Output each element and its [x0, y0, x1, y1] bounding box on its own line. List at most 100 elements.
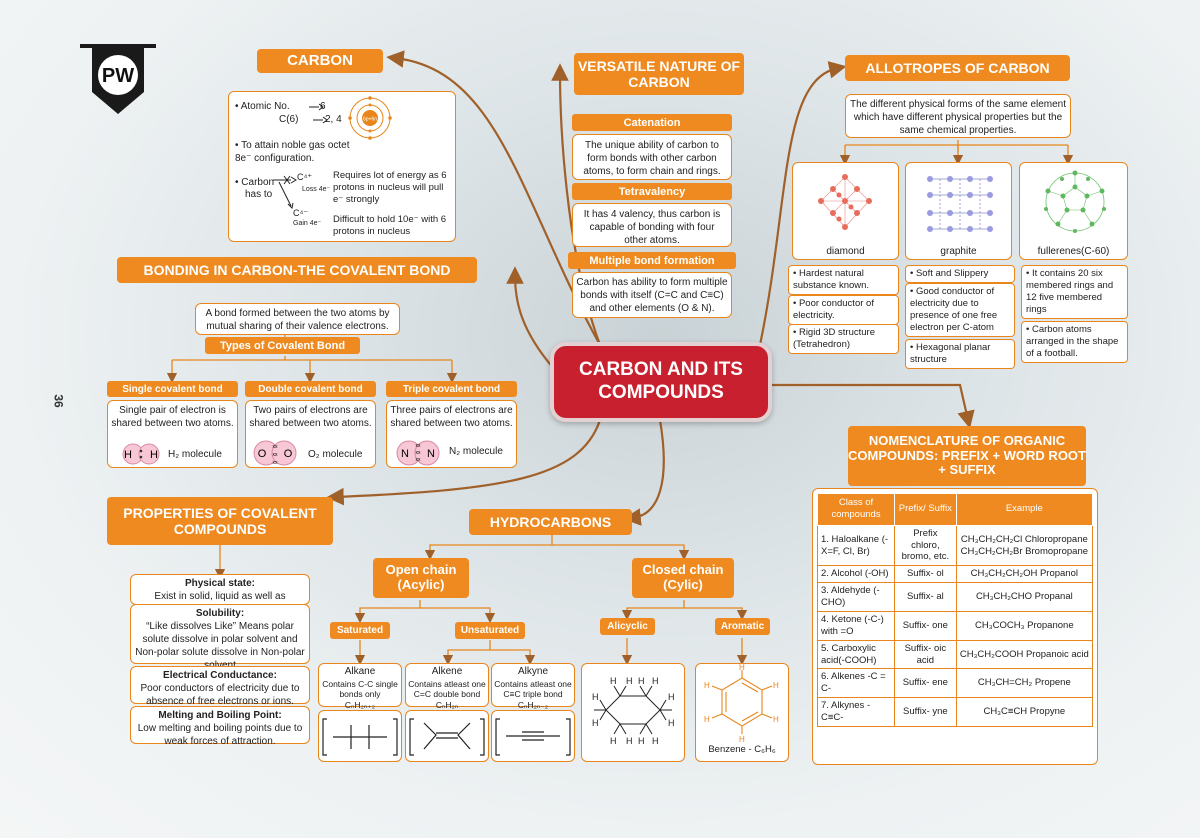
double-bond-text: Two pairs of electrons are shared betwee…	[249, 405, 372, 429]
melting-text: Low melting and boiling points due to we…	[137, 723, 303, 747]
svg-text:O: O	[284, 448, 293, 460]
aromatic-structure: H H H H H H Benzene - C₆H₆	[695, 663, 789, 762]
graphite-structure-icon	[927, 176, 993, 232]
electrical-heading: Electrical Conductance:	[163, 670, 277, 681]
electrical-box: Electrical Conductance: Poor conductors …	[130, 666, 310, 707]
svg-text:H: H	[668, 692, 675, 702]
multiple-bond-header: Multiple bond formation	[568, 252, 736, 269]
svg-text:H: H	[638, 736, 645, 746]
svg-text:H: H	[150, 449, 158, 461]
graphite-prop-3: • Hexagonal planar structure	[905, 339, 1015, 369]
svg-text:N: N	[427, 448, 435, 460]
alkene-formula: CₙH₂ₙ	[435, 699, 459, 710]
diamond-prop-3: • Rigid 3D structure (Tetrahedron)	[788, 324, 899, 354]
svg-text:H: H	[704, 681, 710, 690]
physical-state-heading: Physical state:	[184, 578, 256, 589]
gain-label: Gain 4e⁻	[293, 220, 322, 227]
svg-text:H: H	[610, 676, 617, 686]
fullerene-card: fullerenes(C-60)	[1019, 162, 1128, 260]
alkene-structure-icon	[409, 718, 485, 756]
types-of-covalent-bond: Types of Covalent Bond	[205, 337, 360, 354]
table-row: 1. Haloalkane (-X=F, Cl, Br)Prefix chlor…	[816, 524, 1094, 567]
fullerene-prop-2: • Carbon atoms arranged in the shape of …	[1021, 321, 1128, 363]
solubility-box: Solubility: “Like dissolves Like” Means …	[130, 604, 310, 671]
solubility-text: “Like dissolves Like” Means polar solute…	[135, 621, 305, 671]
c4plus: C⁴⁺	[297, 172, 313, 182]
diamond-prop-1: • Hardest natural substance known.	[788, 265, 899, 295]
col-class: Class of compounds	[816, 493, 896, 526]
carbon-has-to-b: has to	[245, 189, 273, 200]
loss-label: Loss 4e⁻	[302, 186, 331, 193]
diamond-structure-icon	[818, 174, 872, 230]
physical-state-box: Physical state: Exist in solid, liquid a…	[130, 574, 310, 615]
o2-molecule-icon: O O xx xx xx	[253, 440, 297, 466]
fullerene-prop-1: • It contains 20 six membered rings and …	[1021, 265, 1128, 319]
carbon-title: CARBON	[257, 49, 383, 73]
tetravalency-header: Tetravalency	[572, 183, 732, 200]
svg-text:H: H	[773, 681, 779, 690]
svg-text:H: H	[739, 664, 745, 672]
svg-text:xx: xx	[416, 450, 422, 456]
benzene-label: Benzene - C₆H₆	[708, 744, 776, 755]
nomenclature-table: Class of compounds Prefix/ Suffix Exampl…	[816, 493, 1094, 727]
carbon-has-to-a: • Carbon	[235, 177, 275, 188]
alkene-structure	[405, 710, 489, 762]
svg-text:H: H	[652, 676, 659, 686]
triple-bond-header: Triple covalent bond	[386, 381, 517, 397]
atomic-label: • Atomic No.	[235, 101, 290, 112]
svg-text:H: H	[704, 715, 710, 724]
catenation-text: The unique ability of carbon to form bon…	[572, 134, 732, 180]
nomenclature-title: NOMENCLATURE OF ORGANIC COMPOUNDS: PREFI…	[848, 426, 1086, 486]
triple-bond-text: Three pairs of electrons are shared betw…	[390, 405, 513, 429]
fullerene-name: fullerenes(C-60)	[1037, 246, 1110, 257]
svg-text:H: H	[773, 715, 779, 724]
single-bond-card: Single pair of electron is shared betwee…	[107, 400, 238, 468]
alkene-name: Alkene	[431, 666, 463, 677]
versatile-title: VERSATILE NATURE OF CARBON	[574, 53, 744, 95]
svg-text:H: H	[626, 736, 633, 746]
svg-text:xx: xx	[273, 460, 279, 466]
svg-text:H: H	[638, 676, 645, 686]
svg-text:O: O	[258, 448, 267, 460]
benzene-icon: H H H H H H	[704, 663, 779, 744]
alkene-card: Alkene Contains atleast one C=C double b…	[405, 663, 489, 710]
svg-text:H: H	[626, 676, 633, 686]
graphite-name: graphite	[940, 246, 977, 257]
allotropes-title: ALLOTROPES OF CARBON	[845, 55, 1070, 81]
nucleus-label: 6p+6n	[363, 117, 377, 123]
fullerene-structure-icon	[1044, 170, 1106, 233]
carbon-box: • Atomic No. 6 C(6) 2, 4 6p+6n • To atta…	[228, 91, 456, 242]
svg-text:xx: xx	[273, 444, 279, 450]
svg-text:H: H	[739, 735, 745, 744]
alkene-desc: Contains atleast one C=C double bond	[408, 678, 486, 700]
svg-text:H: H	[668, 718, 675, 728]
melting-box: Melting and Boiling Point: Low melting a…	[130, 706, 310, 747]
double-bond-header: Double covalent bond	[245, 381, 376, 397]
branch-arrows	[273, 175, 297, 210]
svg-text:xx: xx	[416, 457, 422, 463]
alkane-structure	[318, 710, 402, 762]
svg-text:xx: xx	[273, 452, 279, 458]
solubility-heading: Solubility:	[195, 608, 245, 619]
col-example: Example	[955, 493, 1094, 526]
melting-heading: Melting and Boiling Point:	[158, 710, 282, 721]
graphite-prop-1: • Soft and Slippery	[905, 265, 1015, 283]
central-title: CARBON AND ITS COMPOUNDS	[550, 342, 772, 422]
aromatic-header: Aromatic	[715, 618, 770, 635]
hydrocarbons-title: HYDROCARBONS	[469, 509, 632, 535]
alkyne-desc: Contains atleast one C≡C triple bond	[494, 678, 572, 700]
multiple-bond-text: Carbon has ability to form multiple bond…	[572, 272, 732, 318]
diamond-prop-2: • Poor conductor of electricity.	[788, 295, 899, 325]
catenation-header: Catenation	[572, 114, 732, 131]
svg-text:N: N	[401, 448, 409, 460]
electrical-text: Poor conductors of electricity due to ab…	[140, 683, 300, 707]
h2-label: H₂ molecule	[168, 449, 222, 460]
alkyne-card: Alkyne Contains atleast one C≡C triple b…	[491, 663, 575, 710]
